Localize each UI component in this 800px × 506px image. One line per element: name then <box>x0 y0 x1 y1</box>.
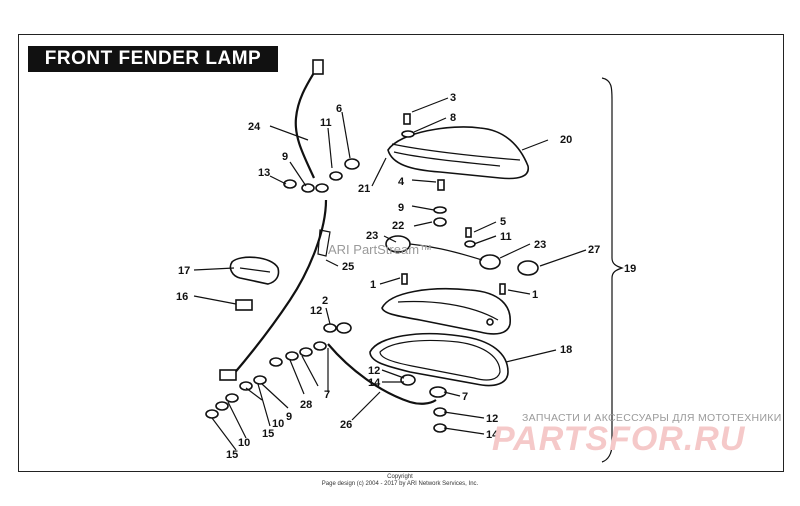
callout-9-lamp: 9 <box>398 202 404 214</box>
callout-22: 22 <box>392 220 404 232</box>
callout-20: 20 <box>560 134 572 146</box>
callout-3: 3 <box>450 92 456 104</box>
callout-14-lower: 14 <box>486 429 499 441</box>
shop-logo: PARTSFOR.RU <box>492 420 746 458</box>
wire-clip <box>235 299 253 311</box>
callout-18: 19 <box>624 263 636 275</box>
callout-26: 26 <box>340 419 352 431</box>
callout-13: 13 <box>258 167 270 179</box>
callout-9-lower: 9 <box>286 411 292 423</box>
wire-sleeve <box>317 229 331 257</box>
callout-19: 18 <box>560 344 572 356</box>
callout-23-right: 23 <box>534 239 546 251</box>
callout-9: 9 <box>282 151 288 163</box>
callout-1-left: 1 <box>370 279 376 291</box>
wire-terminal-lower <box>219 369 237 381</box>
assembly-bracket-brace <box>601 77 624 463</box>
callout-4: 4 <box>398 176 405 188</box>
wire-terminal-upper <box>312 59 324 75</box>
callout-7: 7 <box>324 389 330 401</box>
leader-lines <box>193 97 587 451</box>
lamp-housing <box>387 126 529 180</box>
callout-24: 24 <box>248 121 261 133</box>
callout-7-lamp: 7 <box>462 391 468 403</box>
callout-16: 16 <box>176 291 188 303</box>
diagram-frame <box>18 34 784 472</box>
callout-14: 14 <box>368 377 381 389</box>
lamp-gasket <box>369 332 509 387</box>
callout-8: 8 <box>450 112 456 124</box>
clamp-bracket <box>229 256 280 285</box>
callout-12-lamp: 12 <box>368 365 380 377</box>
callout-15-lower: 15 <box>226 449 238 461</box>
callout-2: 2 <box>322 295 328 307</box>
callout-17: 17 <box>178 265 190 277</box>
callout-28: 28 <box>300 399 312 411</box>
callout-27: 27 <box>588 244 600 256</box>
callout-21: 21 <box>358 183 370 195</box>
callout-12-lower: 12 <box>486 413 498 425</box>
callout-10-lower: 10 <box>238 437 250 449</box>
shop-tagline: ЗАПЧАСТИ И АКСЕССУАРЫ ДЛЯ МОТОТЕХНИКИ <box>522 412 782 424</box>
lamp-lens <box>381 288 511 335</box>
ari-watermark: ARI PartStream™ <box>328 242 433 257</box>
page-design-credit: Page design (c) 2004 - 2017 by ARI Netwo… <box>321 481 479 487</box>
callout-25: 25 <box>342 261 354 273</box>
callout-10: 10 <box>272 418 284 430</box>
wire-harness <box>231 199 328 377</box>
callout-23-left: 23 <box>366 230 378 242</box>
copyright-footer: Copyright Page design (c) 2004 - 2017 by… <box>0 474 800 488</box>
callout-15: 15 <box>262 428 274 440</box>
wire-lead-upper <box>294 65 319 179</box>
callout-11-lamp: 11 <box>500 231 512 243</box>
diagram-title: FRONT FENDER LAMP <box>28 46 278 72</box>
ground-wire <box>327 343 437 405</box>
callout-11: 11 <box>320 117 332 129</box>
callout-5: 5 <box>500 216 506 228</box>
callout-12: 12 <box>310 305 322 317</box>
callout-1-right: 1 <box>532 289 538 301</box>
callout-6: 6 <box>336 103 342 115</box>
callout-numbers: 3 8 20 21 4 9 22 5 11 23 23 27 19 1 1 18… <box>176 92 636 461</box>
copyright-label: Copyright <box>387 474 413 480</box>
hardware-small-parts <box>205 113 506 433</box>
